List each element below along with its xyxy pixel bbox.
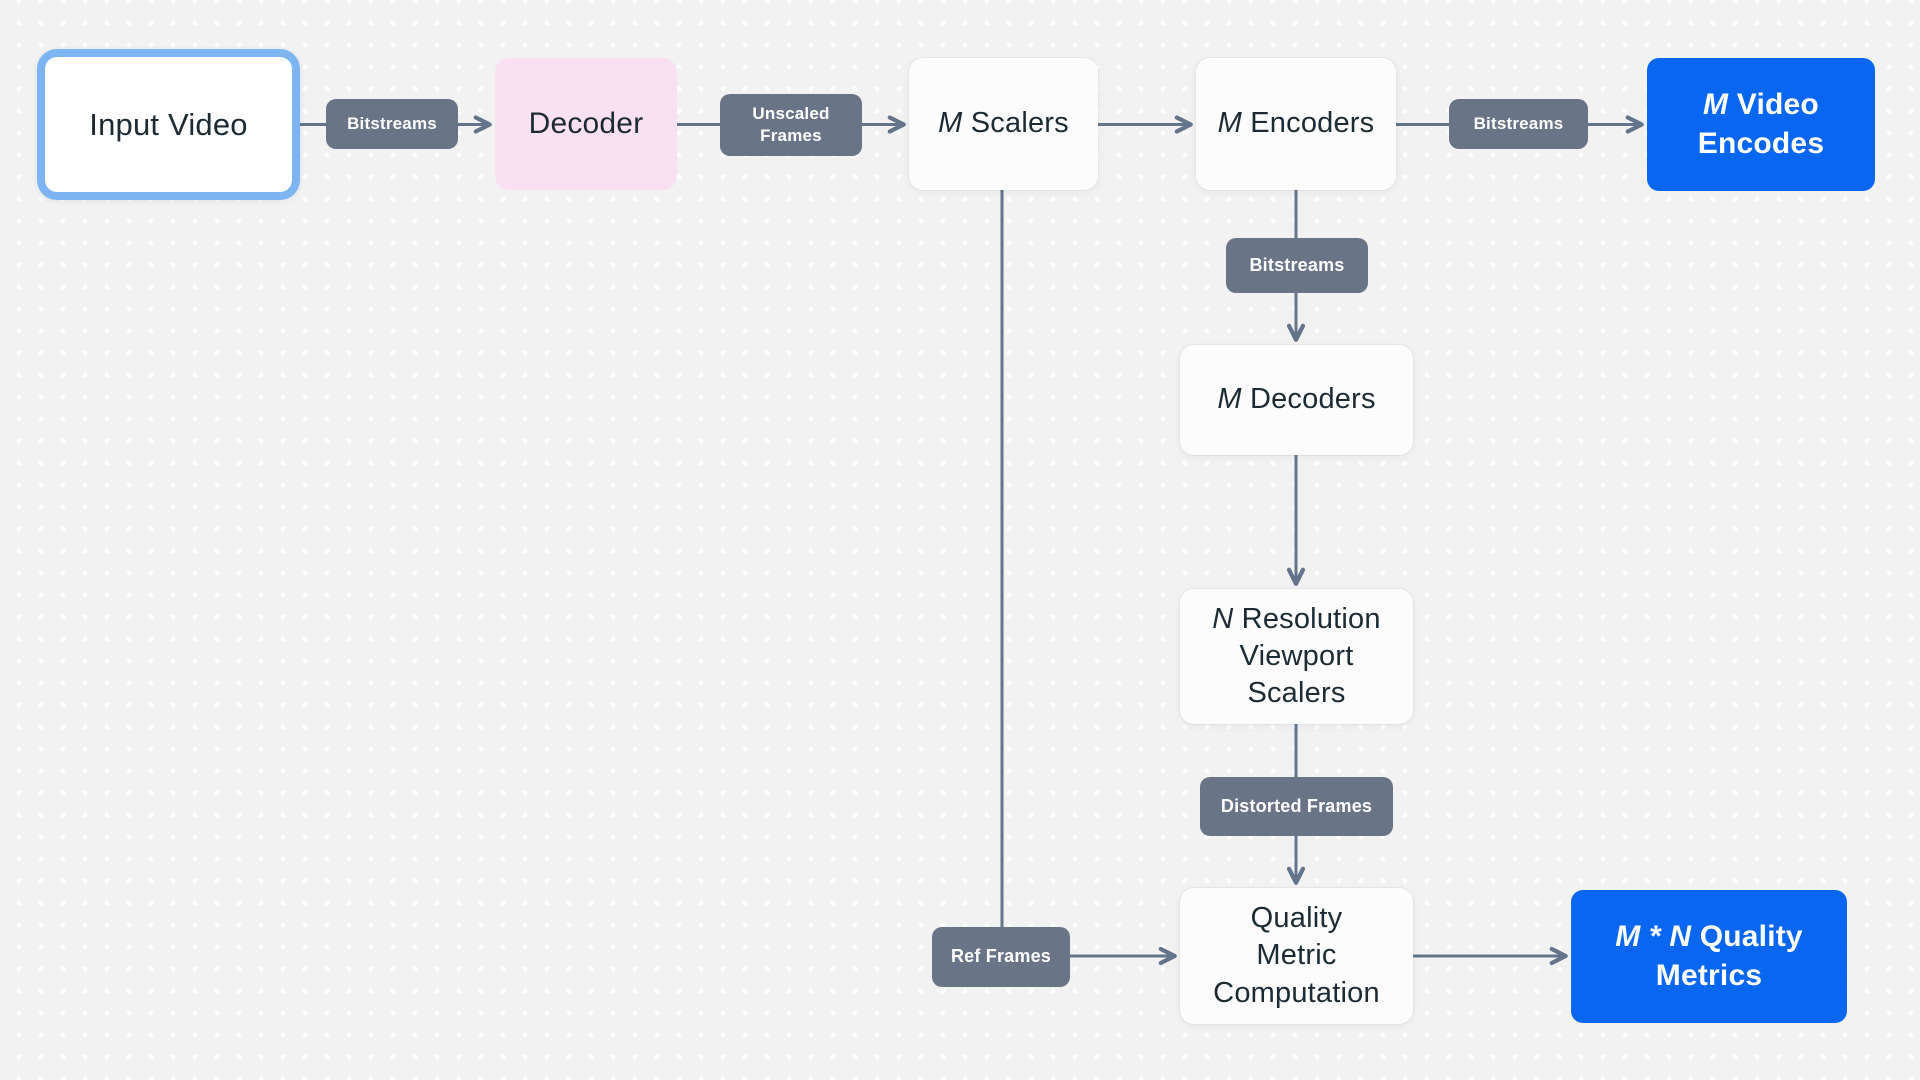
node-decoder-label: Decoder (528, 106, 644, 140)
badge-ref-frames: Ref Frames (932, 927, 1070, 987)
node-input-video-label: Input Video (89, 106, 248, 142)
node-m-video-encodes-label: M Video Encodes (1697, 88, 1825, 160)
edge-scalers-ref-frames-to-quality (1000, 188, 1177, 966)
badge-bitstreams-2: Bitstreams (1449, 99, 1588, 149)
node-m-n-quality-metrics-label: M * N Quality Metrics (1615, 920, 1803, 992)
badge-bitstreams-1: Bitstreams (326, 99, 458, 149)
node-decoder: Decoder (495, 58, 677, 190)
node-quality-metric-computation-label: Quality Metric Computation (1213, 902, 1380, 1009)
node-m-encoders: M Encoders (1196, 58, 1396, 190)
node-m-encoders-label: M Encoders (1217, 107, 1375, 140)
node-m-scalers: M Scalers (909, 58, 1098, 190)
node-n-resolution-viewport-scalers-label: N Resolution Viewport Scalers (1212, 602, 1381, 710)
node-m-decoders: M Decoders (1180, 345, 1413, 455)
node-m-decoders-label: M Decoders (1217, 383, 1376, 416)
node-m-scalers-label: M Scalers (938, 107, 1069, 140)
node-n-resolution-viewport-scalers: N Resolution Viewport Scalers (1180, 589, 1413, 724)
node-m-video-encodes: M Video Encodes (1647, 58, 1875, 191)
node-m-n-quality-metrics: M * N Quality Metrics (1571, 890, 1847, 1023)
badge-unscaled-frames: Unscaled Frames (720, 94, 862, 156)
node-input-video: Input Video (37, 49, 300, 200)
badge-bitstreams-3: Bitstreams (1226, 238, 1368, 293)
node-quality-metric-computation: Quality Metric Computation (1180, 888, 1413, 1024)
badge-distorted-frames: Distorted Frames (1200, 777, 1393, 836)
